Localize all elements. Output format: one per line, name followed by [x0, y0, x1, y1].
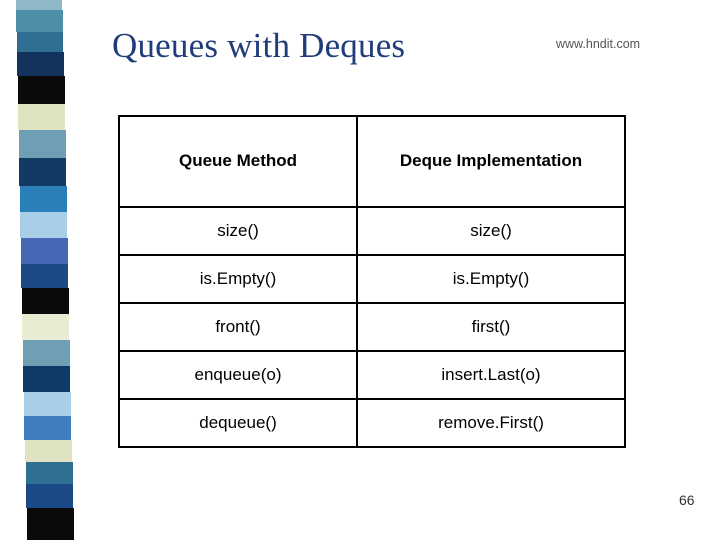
- decorative-ribbon: [0, 0, 90, 540]
- ribbon-band: [22, 288, 69, 314]
- ribbon-band: [23, 340, 70, 366]
- ribbon-band: [16, 0, 62, 10]
- cell-queue-method: is.Empty(): [118, 254, 358, 304]
- ribbon-band: [18, 104, 65, 130]
- header-cell-deque-implementation: Deque Implementation: [356, 115, 626, 208]
- header-cell-queue-method: Queue Method: [118, 115, 358, 208]
- ribbon-band: [27, 508, 74, 540]
- ribbon-band: [17, 32, 63, 52]
- queue-deque-table: Queue Method Deque Implementation size()…: [118, 115, 626, 448]
- ribbon-band: [25, 440, 72, 462]
- table-body: Queue Method Deque Implementation size()…: [118, 115, 626, 448]
- ribbon-band: [24, 416, 71, 440]
- ribbon-band: [22, 314, 69, 340]
- table-row: dequeue() remove.First(): [118, 398, 626, 448]
- ribbon-band: [23, 366, 70, 392]
- cell-queue-method: front(): [118, 302, 358, 352]
- cell-deque-implementation: size(): [356, 206, 626, 256]
- ribbon-band: [19, 158, 66, 186]
- page-title: Queues with Deques: [112, 26, 406, 65]
- cell-deque-implementation: is.Empty(): [356, 254, 626, 304]
- ribbon-band: [26, 462, 73, 484]
- ribbon-band: [24, 392, 71, 416]
- cell-queue-method: size(): [118, 206, 358, 256]
- table-row: is.Empty() is.Empty(): [118, 254, 626, 304]
- cell-queue-method: enqueue(o): [118, 350, 358, 400]
- table-row: enqueue(o) insert.Last(o): [118, 350, 626, 400]
- table-row: front() first(): [118, 302, 626, 352]
- ribbon-band: [18, 76, 65, 104]
- table-row: size() size(): [118, 206, 626, 256]
- ribbon-band: [21, 264, 68, 288]
- cell-deque-implementation: first(): [356, 302, 626, 352]
- page-number: 66: [679, 492, 695, 508]
- ribbon-band: [16, 10, 63, 32]
- ribbon-band: [19, 130, 66, 158]
- ribbon-band: [20, 212, 67, 238]
- ribbon-band: [20, 186, 67, 212]
- cell-deque-implementation: insert.Last(o): [356, 350, 626, 400]
- ribbon-band: [21, 238, 68, 264]
- cell-deque-implementation: remove.First(): [356, 398, 626, 448]
- watermark-url: www.hndit.com: [556, 37, 641, 51]
- ribbon-band: [26, 484, 73, 508]
- ribbon-band: [17, 52, 64, 76]
- cell-queue-method: dequeue(): [118, 398, 358, 448]
- table-header-row: Queue Method Deque Implementation: [118, 115, 626, 208]
